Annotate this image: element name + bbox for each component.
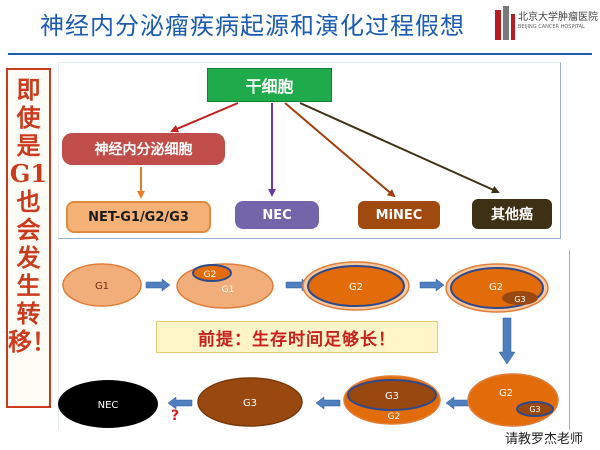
flow-arrow-5 (445, 396, 471, 410)
stage-3-label: G2 (349, 282, 363, 293)
footer-note: 请教罗杰老师 (505, 432, 584, 447)
stage-2: G2 G1 (176, 263, 274, 309)
flow-arrow-4 (498, 317, 516, 365)
stage-6-inner-label: G3 (385, 391, 399, 402)
nec-box: NEC (235, 201, 319, 229)
title-divider (8, 53, 592, 55)
stage-7-label: G3 (243, 398, 257, 409)
stage-2-inner-label: G2 (204, 270, 217, 280)
page-title: 神经内分泌瘤疾病起源和演化过程假想 (40, 12, 465, 40)
neuroendocrine-cell-box: 神经内分泌细胞 (62, 133, 225, 165)
logo-name-cn: 北京大学肿瘤医院 (518, 12, 598, 23)
stem-cell-box: 干细胞 (207, 68, 332, 102)
stage-2-outer-label: G1 (222, 285, 235, 295)
flow-arrow-7 (167, 396, 193, 410)
stage-5: G2 G3 (467, 373, 559, 427)
arrow-stem-to-other (299, 102, 500, 194)
stage-6-outer-label: G2 (388, 412, 401, 422)
minec-box: MiNEC (358, 201, 440, 229)
flow-arrow-1 (145, 278, 171, 292)
side-note-text: 即使是G1也会发生转移！ (8, 75, 56, 356)
stage-8: NEC (58, 380, 158, 428)
flow-arrow-6 (315, 396, 341, 410)
hospital-logo-icon (495, 6, 515, 40)
stage-8-label: NEC (98, 400, 119, 411)
arrow-stem-to-neuro (170, 102, 239, 133)
flow-arrow-3 (419, 278, 445, 292)
hospital-logo: 北京大学肿瘤医院 BEIJING CANCER HOSPITAL (494, 6, 598, 46)
stage-6: G3 G2 (343, 375, 441, 425)
uncertain-mark: ? (171, 408, 180, 424)
stage-4-inner-label: G3 (514, 295, 525, 304)
side-note-box: 即使是G1也会发生转移！ (6, 68, 56, 408)
logo-name-en: BEIJING CANCER HOSPITAL (518, 24, 585, 30)
stage-3: G2 (302, 261, 410, 311)
premise-box: 前提：生存时间足够长！ (156, 321, 438, 353)
stage-5-main-label: G2 (499, 388, 513, 399)
net-grades-box: NET-G1/G2/G3 (66, 201, 211, 233)
stage-1: G1 (62, 263, 142, 307)
stage-5-inner-label: G3 (529, 405, 540, 414)
stage-1-label: G1 (95, 281, 109, 292)
stage-4: G2 G3 (445, 263, 549, 313)
other-cancer-box: 其他癌 (472, 199, 552, 229)
arrow-stem-to-minec (284, 102, 396, 198)
stage-4-main-label: G2 (489, 282, 503, 293)
stage-7: G3 (197, 377, 303, 427)
